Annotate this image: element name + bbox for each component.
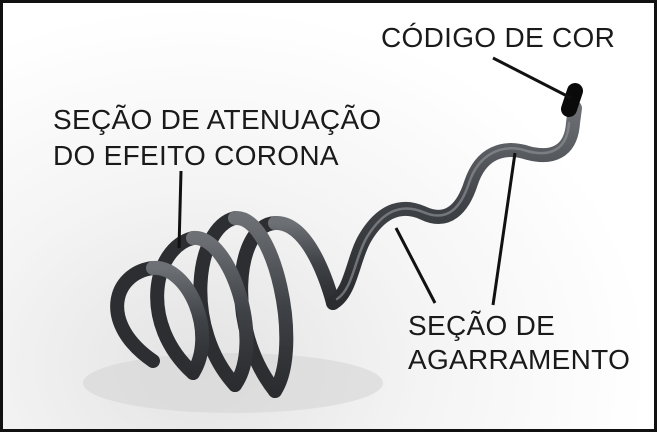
grip-leader-2 xyxy=(491,152,517,306)
grip-leader-1 xyxy=(394,227,437,304)
color-code-label: CÓDIGO DE COR xyxy=(381,22,616,53)
corona-section-label-line2: DO EFEITO CORONA xyxy=(53,140,339,171)
corona-leader xyxy=(177,170,183,249)
grip-section-label-line1: SEÇÃO DE xyxy=(408,310,556,341)
color-code-tip xyxy=(561,83,583,117)
preformed-rod-illustration xyxy=(83,56,583,413)
color-code-leader xyxy=(492,56,572,100)
grip-section-label-line2: AGARRAMENTO xyxy=(408,344,631,375)
rod-highlight xyxy=(335,121,571,301)
grip-section-rod xyxy=(326,101,582,310)
corona-section-label-line1: SEÇÃO DE ATENUAÇÃO xyxy=(53,104,382,135)
